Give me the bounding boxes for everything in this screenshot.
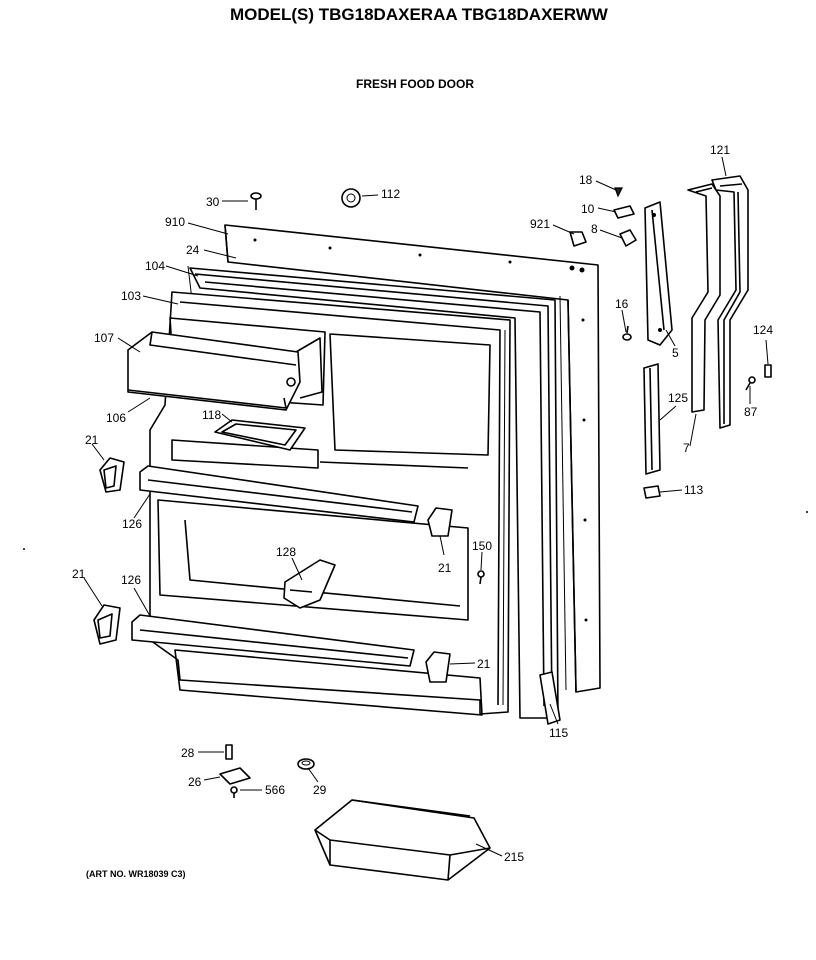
stop-113-icon [643,485,661,499]
callout-5: 5 [672,346,679,360]
pad-21-lower-right [425,651,451,683]
screw-30-icon [250,192,262,210]
callout-112: 112 [381,187,400,201]
screw-16-icon [622,325,632,341]
callout-126-upper: 126 [122,517,142,531]
callout-28: 28 [181,746,195,760]
callout-103: 103 [121,289,141,303]
callout-106: 106 [106,411,126,425]
callout-128: 128 [276,545,296,559]
pad-21-right [427,507,453,537]
door-assembly [127,224,601,719]
callout-125: 125 [668,391,688,405]
plug-921-icon [569,231,587,247]
section-title: FRESH FOOD DOOR [356,77,474,91]
callout-10: 10 [581,202,595,216]
plate-26-icon [219,767,251,785]
callout-16: 16 [615,297,629,311]
callout-29: 29 [313,783,327,797]
callout-215: 215 [504,850,524,864]
callout-21-lower-right: 21 [477,657,491,671]
callout-115: 115 [549,726,568,740]
callout-18: 18 [579,173,593,187]
callout-87: 87 [744,405,758,419]
cap-8-icon [619,229,637,247]
lower-shelf-bar [131,614,415,667]
callout-104: 104 [145,259,165,273]
screw-124-icon [764,364,772,378]
callout-24: 24 [186,243,200,257]
clip-10-icon [613,205,635,219]
butter-tray [214,419,306,451]
pad-21-upper-left [99,457,125,493]
door-handle-7 [687,183,721,413]
callout-126-lower: 126 [121,573,141,587]
panel-screw-dots [253,238,588,622]
callout-21-upper-left: 21 [85,433,99,447]
callout-121: 121 [710,143,730,157]
screw-87-icon [745,376,756,391]
callout-921: 921 [530,217,550,231]
plug-29-icon [297,758,315,770]
callout-910: 910 [165,215,185,229]
callout-labels: 910 30 112 24 104 103 107 106 118 21 126… [72,143,773,864]
gasket-strip-115 [539,671,561,725]
egg-bin-insert [283,559,336,609]
callout-8: 8 [591,222,598,236]
callout-21-lower-left: 21 [72,567,86,581]
screw-150-icon [477,570,485,585]
pad-21-lower-left [93,604,121,645]
door-gasket [189,267,559,719]
screw-18-icon [614,187,623,198]
dairy-door [127,331,323,411]
scan-dot [23,548,25,550]
scan-dot [806,511,808,513]
callout-118: 118 [202,408,221,422]
trim-125 [643,363,661,475]
callout-113: 113 [684,483,703,497]
callout-566: 566 [265,783,285,797]
door-bin-215 [314,799,491,881]
callout-26: 26 [188,775,202,789]
upper-shelf-bar [139,465,419,523]
plug-112-icon [341,188,361,208]
callout-21-right: 21 [438,561,452,575]
screw-566-icon [230,786,238,798]
callout-124: 124 [753,323,773,337]
art-number: (ART NO. WR18039 C3) [86,869,186,879]
pin-28-icon [225,744,233,760]
door-handle-121 [711,175,749,429]
callout-30: 30 [206,195,220,209]
callout-107: 107 [94,331,114,345]
callout-150: 150 [472,539,492,553]
leader-lines [83,156,769,857]
hinge-bracket-5 [644,201,673,346]
callout-7: 7 [683,441,690,455]
model-title: MODEL(S) TBG18DAXERAA TBG18DAXERWW [230,5,609,24]
